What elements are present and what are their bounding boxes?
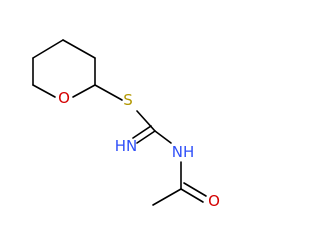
bond-c-o-double-1: [180, 188, 204, 203]
sulfur-label: S: [123, 91, 133, 109]
ring-bond-o-c5: [32, 84, 56, 98]
amide-nitrogen-label: NH: [172, 143, 195, 161]
ring-bond-c4-o: [72, 84, 96, 98]
bond-c-methyl: [152, 188, 182, 206]
bond-c-hn-double-1: [136, 130, 156, 144]
chemical-structure-diagram: O S HN NH O: [32, 39, 220, 210]
atom-labels: O S HN NH O: [58, 89, 220, 210]
bond-s-c: [136, 110, 156, 132]
ring-oxygen-label: O: [58, 89, 70, 107]
bond-c-hn-double-2: [132, 125, 152, 139]
imine-nitrogen-label: HN: [115, 137, 138, 155]
bonds: [32, 39, 207, 206]
carbonyl-oxygen-label: O: [208, 192, 220, 210]
ring-bond-c1-c2: [32, 39, 64, 59]
bond-c-o-double-2: [183, 182, 207, 197]
bond-c-s: [94, 84, 123, 101]
ring-bond-c2-c3: [62, 39, 96, 59]
bond-c-nh: [154, 130, 172, 144]
